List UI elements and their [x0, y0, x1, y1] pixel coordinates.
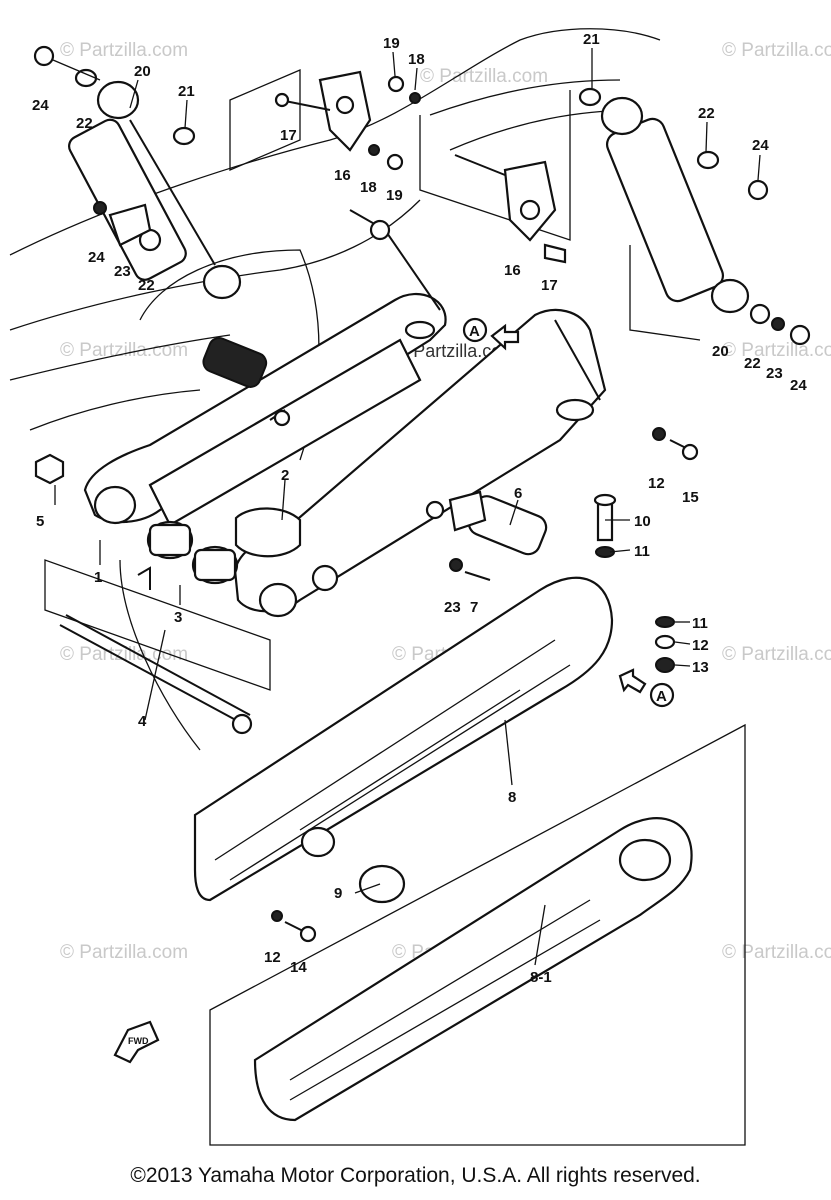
- footrest: [202, 337, 548, 581]
- watermark: © Partzilla.com: [420, 66, 548, 87]
- callout-label: 17: [280, 127, 297, 144]
- callout-label: 21: [178, 83, 195, 100]
- callout-label: 17: [541, 277, 558, 294]
- callout-label: 24: [88, 249, 105, 266]
- callout-label: 23: [114, 263, 131, 280]
- front-arrow-label: FWD: [128, 1036, 149, 1046]
- callout-label: 22: [744, 355, 761, 372]
- callout-label: 12: [264, 949, 281, 966]
- callout-label: 6: [514, 485, 522, 502]
- watermark: © Partzilla.com: [60, 340, 188, 361]
- callout-label: 19: [386, 187, 403, 204]
- callout-label: 16: [504, 262, 521, 279]
- callout-label: 20: [134, 63, 151, 80]
- callout-label: 11: [634, 543, 650, 560]
- callout-label: 24: [32, 97, 49, 114]
- watermark: © Partzilla.com: [722, 644, 831, 665]
- callout-label: 15: [682, 489, 699, 506]
- callout-label: 18: [360, 179, 377, 196]
- callout-label: 21: [583, 31, 600, 48]
- callout-label: 23: [444, 599, 461, 616]
- leader-lines: [52, 48, 761, 966]
- pivot-assembly: [34, 453, 302, 735]
- callout-label: 7: [470, 599, 478, 616]
- callout-label: 1: [94, 569, 102, 586]
- reference-markers: A A FWD: [113, 317, 675, 1064]
- callout-label: 4: [138, 713, 147, 730]
- callout-label: 20: [712, 343, 729, 360]
- chain-case: [193, 576, 614, 943]
- callout-label: 2: [281, 467, 289, 484]
- watermark: © Partzilla.com: [722, 40, 831, 61]
- callouts: 24 22 20 21 19 18 17 16 18 19 21 22 24 1…: [32, 31, 807, 986]
- callout-label: 23: [766, 365, 783, 382]
- callout-label: 9: [334, 885, 342, 902]
- shock-absorber-right: [578, 87, 811, 346]
- callout-label: 11: [692, 615, 708, 632]
- watermark: © Partzilla.com: [722, 340, 831, 361]
- callout-label: 22: [698, 105, 715, 122]
- callout-label: 12: [648, 475, 665, 492]
- callout-label: 16: [334, 167, 351, 184]
- callout-label: 22: [138, 277, 155, 294]
- chain-guard-panel: [209, 723, 746, 1146]
- copyright-notice: ©2013 Yamaha Motor Corporation, U.S.A. A…: [130, 1164, 701, 1187]
- callout-label: 22: [76, 115, 93, 132]
- marker-a: A: [656, 688, 667, 705]
- callout-label: 24: [790, 377, 807, 394]
- callout-label: 18: [408, 51, 425, 68]
- callout-label: 5: [36, 513, 44, 530]
- callout-label: 14: [290, 959, 307, 976]
- callout-label: 8-1: [530, 969, 552, 986]
- watermark: © Partzilla.com: [60, 942, 188, 963]
- callout-label: 19: [383, 35, 400, 52]
- callout-label: 24: [752, 137, 769, 154]
- marker-a: A: [469, 323, 480, 340]
- watermark: © Partzilla.com: [60, 40, 188, 61]
- callout-label: 8: [508, 789, 516, 806]
- shock-absorber-left: [33, 45, 242, 300]
- swing-arm: [83, 209, 607, 618]
- callout-label: 13: [692, 659, 709, 676]
- callout-label: 12: [692, 637, 709, 654]
- upper-brackets: [274, 70, 567, 264]
- callout-label: 10: [634, 513, 651, 530]
- callout-label: 3: [174, 609, 182, 626]
- watermark: © Partzilla.com: [722, 942, 831, 963]
